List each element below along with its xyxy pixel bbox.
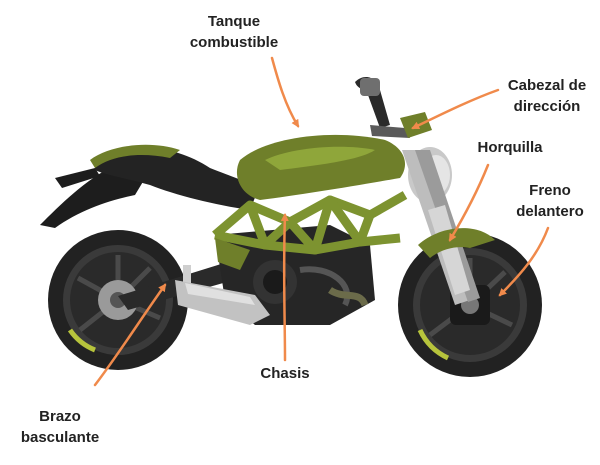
label-fork: Horquilla <box>460 137 560 158</box>
head-arrow <box>413 90 498 128</box>
handlebars <box>355 77 432 138</box>
motorcycle-illustration <box>40 77 542 377</box>
front-wheel <box>398 233 542 377</box>
label-swing-arm: Brazo basculante <box>10 406 110 448</box>
label-steering-head: Cabezal de dirección <box>494 75 600 117</box>
fuel-tank <box>237 135 405 200</box>
label-chassis: Chasis <box>245 363 325 384</box>
chassis-arrow <box>284 215 285 360</box>
tank-arrow <box>272 58 298 126</box>
label-fuel-tank: Tanque combustible <box>164 11 304 53</box>
label-front-brake: Freno delantero <box>505 180 595 222</box>
rear-wheel <box>48 230 188 370</box>
